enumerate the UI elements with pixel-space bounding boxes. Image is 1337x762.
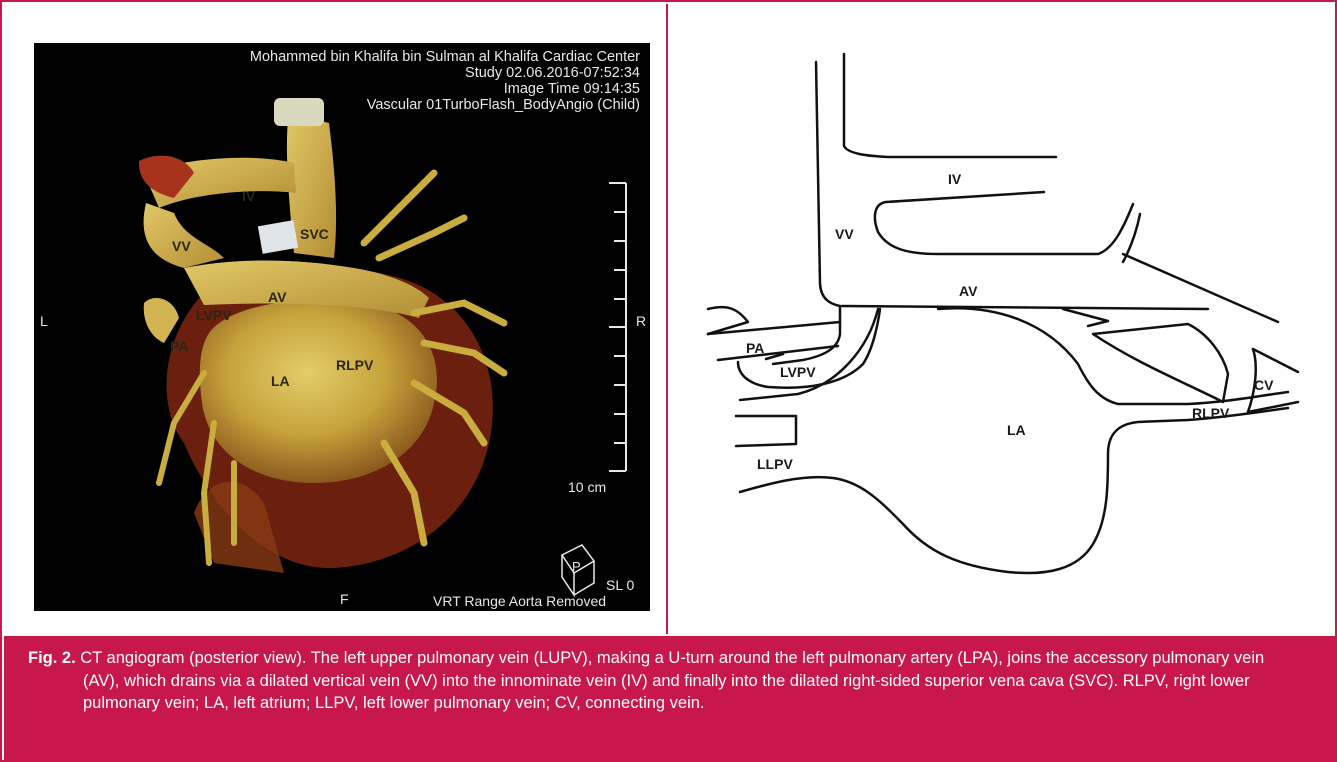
iv-lower-wall <box>875 192 1133 254</box>
la-upper-right <box>938 308 1288 404</box>
scale-bar <box>609 183 626 471</box>
ct-label-av: AV <box>268 289 286 305</box>
ct-label-lvpv: LVPV <box>196 307 232 323</box>
ct-header-institution: Mohammed bin Khalifa bin Sulman al Khali… <box>250 49 640 65</box>
diagram-label-cv: CV <box>1254 377 1273 393</box>
ct-header-image-time: Image Time 09:14:35 <box>504 81 640 97</box>
vv-right-wall <box>844 54 1056 157</box>
ct-angiogram-image: Mohammed bin Khalifa bin Sulman al Khali… <box>34 43 650 611</box>
ct-render-graphic <box>34 43 650 611</box>
diagram-label-la: LA <box>1007 422 1026 438</box>
orientation-cube-letter: P <box>572 559 581 574</box>
render-mode-label: VRT Range Aorta Removed <box>433 593 606 609</box>
ct-panel: Mohammed bin Khalifa bin Sulman al Khali… <box>4 4 668 634</box>
diagram-label-vv: VV <box>835 226 854 242</box>
ct-label-rlpv: RLPV <box>336 357 373 373</box>
ct-label-iv: IV <box>242 188 255 204</box>
slice-label: SL 0 <box>606 577 634 593</box>
ct-label-pa: PA <box>170 338 188 354</box>
figure-caption: Fig. 2. CT angiogram (posterior view). T… <box>4 636 1335 760</box>
pa-bottom <box>718 346 838 360</box>
contrast-highlight <box>258 220 298 254</box>
ct-header-study: Study 02.06.2016-07:52:34 <box>465 65 640 81</box>
caption-paragraph: Fig. 2. CT angiogram (posterior view). T… <box>28 647 1305 715</box>
rlpv-notch <box>1063 309 1108 326</box>
ct-header-protocol: Vascular 01TurboFlash_BodyAngio (Child) <box>367 97 640 113</box>
diagram-label-lvpv: LVPV <box>780 364 816 380</box>
vv-left-wall <box>773 62 840 364</box>
orientation-right: R <box>636 313 646 329</box>
diagram-label-llpv: LLPV <box>757 456 793 472</box>
schematic-diagram: IV VV AV PA LVPV LA LLPV RLPV CV <box>668 4 1335 634</box>
ct-label-vv: VV <box>172 238 191 254</box>
diagram-label-av: AV <box>959 283 977 299</box>
diagram-label-pa: PA <box>746 340 764 356</box>
av-right-branch <box>1123 254 1278 322</box>
schematic-panel: IV VV AV PA LVPV LA LLPV RLPV CV <box>668 4 1335 634</box>
svc-top-cap <box>274 98 324 126</box>
diagram-label-iv: IV <box>948 171 961 187</box>
rlpv-wedge <box>1093 324 1228 402</box>
av-upper-wall <box>842 306 1208 309</box>
llpv-upper <box>736 416 796 446</box>
pulmonary-artery <box>144 298 179 343</box>
cv-top <box>1253 349 1298 372</box>
scale-label: 10 cm <box>568 479 606 495</box>
schematic-outline <box>668 4 1335 634</box>
diagram-label-rlpv: RLPV <box>1192 405 1229 421</box>
orientation-left: L <box>40 313 48 329</box>
caption-figure-label: Fig. 2. <box>28 649 76 667</box>
orientation-foot: F <box>340 591 349 607</box>
ct-label-svc: SVC <box>300 226 329 242</box>
ct-label-la: LA <box>271 373 290 389</box>
vertical-vein <box>144 203 224 268</box>
caption-text: CT angiogram (posterior view). The left … <box>76 649 1265 712</box>
